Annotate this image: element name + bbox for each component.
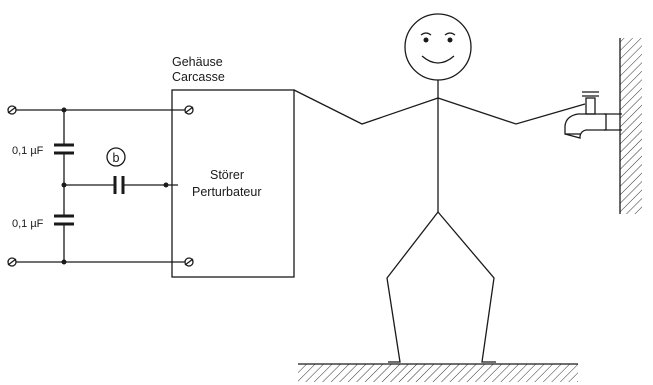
ground — [298, 363, 578, 382]
smile — [421, 55, 455, 64]
capacitor-top — [54, 143, 74, 155]
marker-label: b — [113, 151, 120, 165]
marker-circle — [106, 147, 126, 167]
right-arm — [437, 97, 586, 125]
device-label-fr: Perturbateur — [192, 185, 261, 199]
housing-label-fr: Carcasse — [172, 70, 225, 84]
housing-label-de: Gehäuse — [172, 55, 223, 69]
device-housing: Gehäuse Carcasse Störer Perturbateur — [171, 55, 295, 278]
capacitor-b — [113, 176, 125, 194]
head — [404, 13, 472, 81]
cap-top-label: 0,1 µF — [12, 145, 44, 157]
right-leg — [437, 211, 496, 363]
water-tap-icon — [564, 91, 622, 139]
filter-circuit: b 0,1 µF 0,1 µF — [7, 105, 185, 267]
device-label-de: Störer — [210, 168, 244, 182]
capacitor-bottom — [54, 214, 74, 226]
person-figure — [293, 13, 586, 363]
left-arm — [293, 89, 439, 125]
cap-bottom-label: 0,1 µF — [12, 218, 44, 230]
housing-box — [171, 89, 295, 278]
wall — [619, 38, 642, 214]
left-leg — [386, 211, 439, 363]
